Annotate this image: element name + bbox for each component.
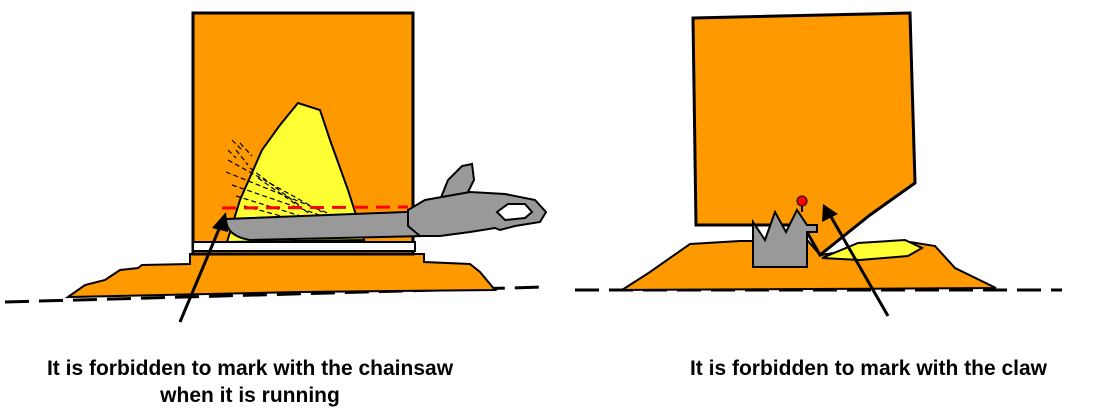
- caption-chainsaw-line2: when it is running: [160, 384, 340, 407]
- chainsaw-panel: [4, 11, 548, 323]
- caption-chainsaw: It is forbidden to mark with the chainsa…: [0, 355, 500, 409]
- felling-claw: [752, 208, 818, 268]
- ground-mound-left: [64, 253, 498, 299]
- cut-slot: [192, 241, 416, 252]
- cut-chip-right: [821, 238, 925, 262]
- claw-tip-marker: [796, 195, 808, 207]
- caption-claw: It is forbidden to mark with the claw: [620, 355, 1117, 382]
- caption-chainsaw-line1: It is forbidden to mark with the chainsa…: [46, 357, 454, 380]
- caption-claw-line1: It is forbidden to mark with the claw: [689, 357, 1048, 380]
- claw-panel: [575, 11, 1062, 317]
- pointer-arrow-right: [822, 204, 890, 317]
- marking-line-red: [221, 205, 409, 210]
- ground-mound-right: [618, 240, 997, 292]
- chainsaw-rear-grip: [495, 203, 534, 222]
- pointer-arrow-left: [178, 212, 228, 323]
- log-right: [691, 11, 917, 258]
